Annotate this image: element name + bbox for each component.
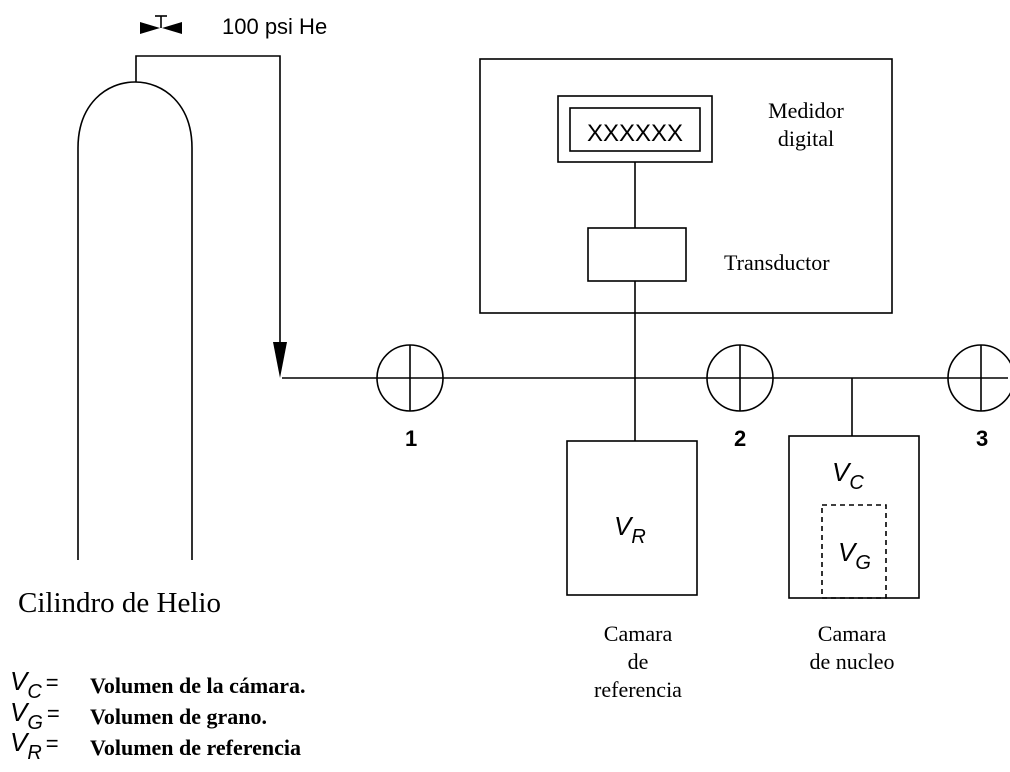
legend-text-vr: Volumen de referencia	[90, 735, 301, 760]
helium-cylinder	[77, 81, 193, 560]
gas-source-label: 100 psi He	[222, 14, 327, 39]
instrument-box	[479, 58, 893, 314]
valve-2-icon	[706, 344, 774, 412]
valve-1-icon	[376, 344, 444, 412]
core-chamber	[788, 435, 920, 599]
legend-symbol-vg: VG=	[10, 697, 60, 734]
cylinder-label: Cilindro de Helio	[18, 587, 221, 619]
legend-text-vc: Volumen de la cámara.	[90, 673, 306, 698]
arrow-down-icon	[273, 342, 287, 378]
reference-chamber-label-3: referencia	[594, 677, 682, 702]
valve-3-number: 3	[976, 426, 988, 451]
core-chamber-label-1: Camara	[818, 621, 887, 646]
legend: VC= Volumen de la cámara. VG= Volumen de…	[10, 666, 306, 764]
reference-chamber	[566, 440, 698, 596]
valve-3-icon	[947, 344, 1010, 412]
valve-1-number: 1	[405, 426, 417, 451]
core-volume-symbol: VC	[832, 457, 864, 494]
grain-volume-box	[821, 504, 887, 599]
supply-line	[135, 55, 281, 360]
core-chamber-label-2: de nucleo	[810, 649, 895, 674]
reference-volume-symbol: VR	[614, 511, 646, 548]
transducer-label: Transductor	[724, 250, 830, 275]
reference-chamber-label-1: Camara	[604, 621, 673, 646]
grain-volume-symbol: VG	[838, 537, 871, 574]
reference-chamber-label-2: de	[628, 649, 649, 674]
meter-display: XXXXXX	[587, 120, 683, 147]
top-valve-icon	[140, 15, 182, 34]
meter-label-line2: digital	[778, 126, 834, 151]
transducer-box	[587, 227, 687, 282]
meter-label-line1: Medidor	[768, 98, 844, 123]
legend-symbol-vr: VR=	[10, 727, 59, 764]
valve-2-number: 2	[734, 426, 746, 451]
legend-symbol-vc: VC=	[10, 666, 59, 703]
legend-text-vg: Volumen de grano.	[90, 704, 267, 729]
